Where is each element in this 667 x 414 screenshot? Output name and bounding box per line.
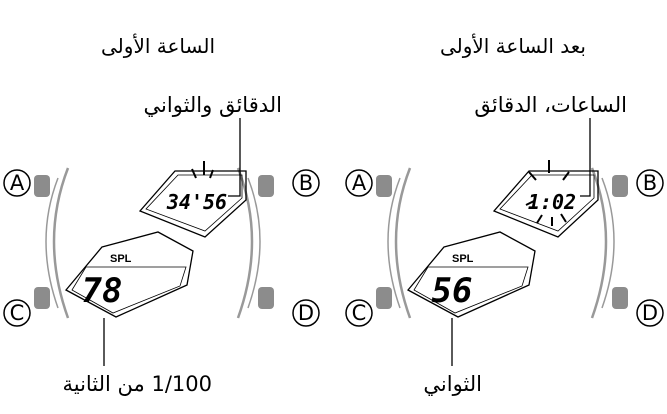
right-button-c-icon (345, 299, 373, 327)
right-upper-callout: الساعات، الدقائق (474, 93, 627, 117)
right-button-b-label: B (643, 171, 657, 195)
left-button-a-knob[interactable] (34, 175, 50, 197)
left-mode-label: SPL (110, 253, 132, 265)
left-button-c-icon (3, 299, 31, 327)
right-case-arc-left-inner (387, 177, 401, 309)
right-button-c-knob[interactable] (376, 287, 392, 309)
left-button-a-label: A (10, 171, 25, 195)
left-upper-window-inner (145, 174, 243, 232)
right-upper-leader (580, 118, 591, 197)
right-button-d-knob[interactable] (612, 287, 628, 309)
left-button-d-label: D (298, 301, 314, 325)
right-button-d-icon (636, 299, 664, 327)
left-upper-leader (228, 118, 241, 197)
right-flash-marks (525, 160, 570, 226)
left-button-a-icon (3, 169, 31, 197)
left-case-arc-right (236, 167, 254, 319)
right-case-arc-right-inner (601, 177, 615, 309)
right-case-arc-left (394, 167, 412, 319)
left-button-c-label: C (10, 301, 25, 325)
left-panel-title: الساعة الأولى (101, 34, 215, 58)
right-button-d-label: D (642, 301, 658, 325)
left-lower-window-inner (71, 266, 187, 314)
left-flash-marks (191, 161, 214, 179)
right-button-b-knob[interactable] (612, 175, 628, 197)
left-button-b-label: B (299, 171, 313, 195)
right-button-a-icon (345, 169, 373, 197)
right-button-a-knob[interactable] (376, 175, 392, 197)
left-button-d-icon (292, 299, 320, 327)
right-mode-label: SPL (452, 253, 474, 265)
left-bottom-callout: 1/100 من الثانية (62, 372, 212, 396)
right-panel-title: بعد الساعة الأولى (439, 34, 586, 58)
left-watch: A C B D 34'56 SPL 78 (3, 118, 320, 366)
right-main-display: 56 (432, 271, 473, 311)
right-button-c-label: C (352, 301, 367, 325)
left-upper-callout: الدقائق والثواني (143, 93, 282, 117)
right-lower-window (406, 231, 536, 318)
right-watch: A C B D 1:02 SPL 56 (345, 118, 664, 366)
right-upper-display: 1:02 (528, 190, 576, 214)
right-button-a-label: A (352, 171, 367, 195)
left-button-d-knob[interactable] (258, 287, 274, 309)
left-lower-window (64, 231, 194, 318)
left-button-b-icon (292, 169, 320, 197)
left-upper-window (138, 170, 247, 238)
left-upper-display: 34'56 (166, 190, 227, 214)
left-case-arc-left (52, 167, 70, 319)
right-lower-window-inner (413, 266, 529, 314)
left-main-display: 78 (82, 271, 123, 311)
right-upper-window (492, 170, 599, 238)
right-bottom-callout: الثواني (423, 372, 482, 396)
right-upper-window-inner (499, 174, 595, 232)
left-case-arc-right-inner (247, 177, 261, 309)
left-button-c-knob[interactable] (34, 287, 50, 309)
left-button-b-knob[interactable] (258, 175, 274, 197)
left-case-arc-left-inner (45, 177, 59, 309)
right-button-b-icon (636, 169, 664, 197)
